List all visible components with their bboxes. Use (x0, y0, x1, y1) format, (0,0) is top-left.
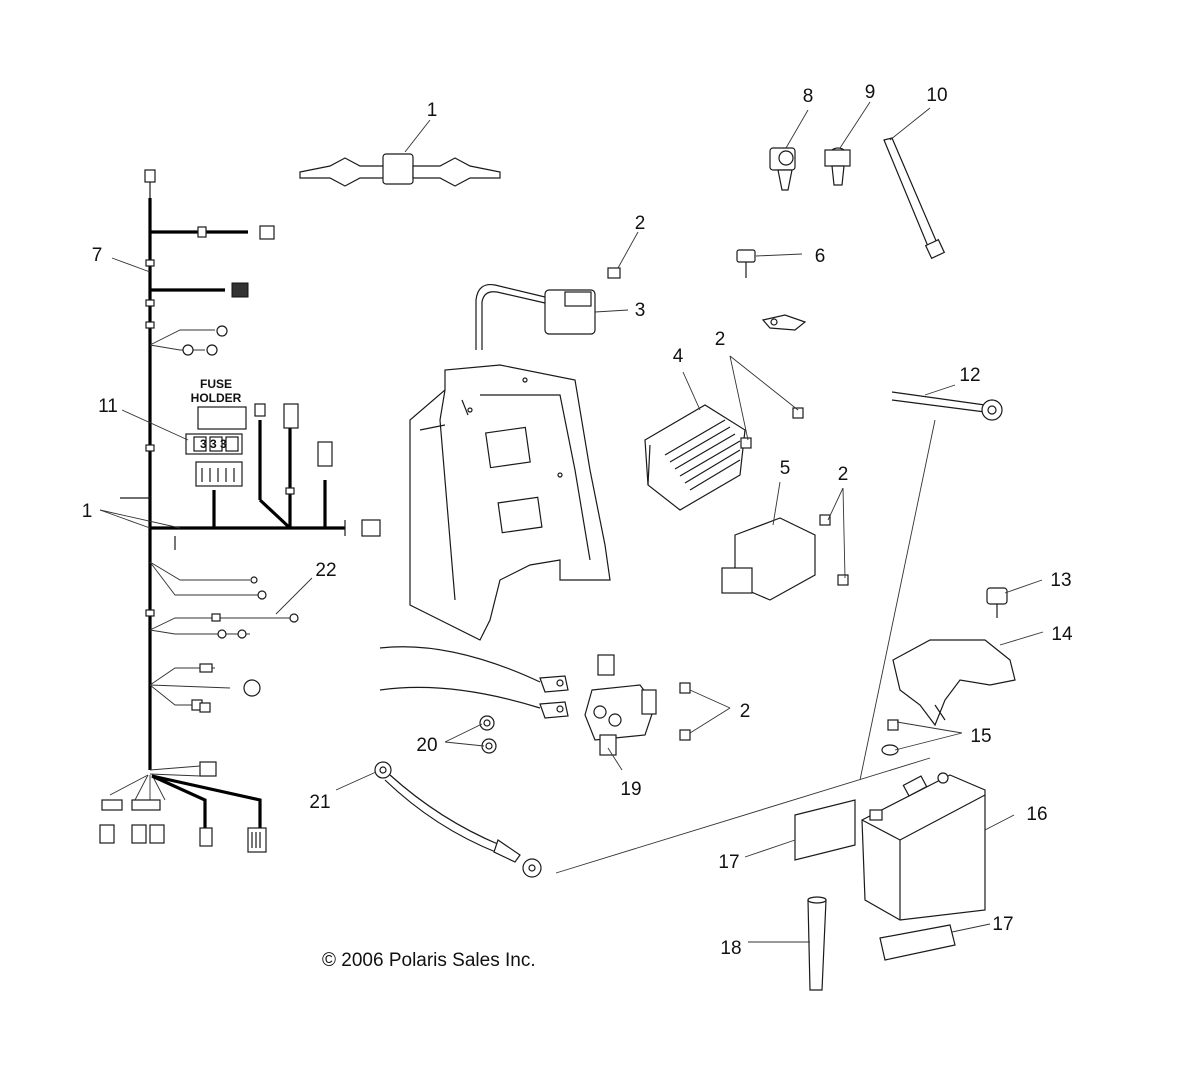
part-21-battery-cable (374, 757, 931, 878)
callout-14: 14 (1051, 624, 1073, 645)
part-19-starter-solenoid (584, 654, 657, 756)
callout-13: 13 (1050, 570, 1071, 591)
callout-9: 9 (865, 82, 876, 103)
callout-11: 11 (98, 396, 118, 417)
fuse-holder-label-line2: HOLDER (191, 391, 242, 405)
part-10-cable-tie (883, 137, 946, 260)
callout-22: 22 (315, 560, 336, 581)
callout-numbers: 1 1 2 2 2 2 3 4 5 6 7 8 9 10 11 12 13 14… (82, 82, 1073, 959)
part-3-sensor (475, 283, 596, 350)
callout-2-d: 2 (740, 701, 751, 722)
ring-terminal (761, 314, 807, 331)
leader-lines (99, 101, 1044, 943)
battery-mount-plate (409, 364, 611, 641)
callout-15: 15 (970, 726, 991, 747)
callout-18: 18 (720, 938, 741, 959)
callout-12: 12 (959, 365, 980, 386)
battery-cables (379, 646, 569, 719)
callout-3: 3 (635, 300, 646, 321)
svg-text:3 3 3: 3 3 3 (200, 437, 227, 451)
part-4-voltage-regulator (644, 404, 746, 511)
part-17-labels (794, 799, 956, 961)
part-12-ground-cable (859, 391, 1003, 781)
part-14-bracket (892, 639, 1016, 727)
part-8-clip (769, 147, 796, 191)
part-1-harness-connector (299, 153, 501, 187)
callout-2-c: 2 (838, 464, 849, 485)
callout-20: 20 (416, 735, 437, 756)
callout-7: 7 (92, 245, 103, 266)
callout-1-top: 1 (427, 100, 438, 121)
part-13-bolt (986, 587, 1008, 618)
callout-2-a: 2 (635, 213, 646, 234)
part-15-fasteners (881, 719, 899, 756)
part-18-vent-tube (807, 896, 827, 991)
callout-17-b: 17 (992, 914, 1013, 935)
copyright-text: © 2006 Polaris Sales Inc. (322, 950, 536, 971)
callout-17-a: 17 (718, 852, 739, 873)
part-20-nuts (479, 715, 497, 754)
callout-4: 4 (673, 346, 684, 367)
callout-6: 6 (815, 246, 826, 267)
callout-2-b: 2 (715, 329, 726, 350)
part-2-screws (607, 267, 849, 741)
callout-19: 19 (620, 779, 641, 800)
part-5-control-module (721, 517, 816, 601)
callout-16: 16 (1026, 804, 1047, 825)
callout-8: 8 (803, 86, 814, 107)
part-6-bolt (736, 249, 756, 278)
callout-1-left: 1 (82, 501, 93, 522)
callout-5: 5 (780, 458, 791, 479)
part-16-battery (861, 772, 986, 921)
part-9-clamp (824, 147, 851, 186)
fuse-holder-label-line1: FUSE (200, 377, 232, 391)
callout-10: 10 (926, 85, 947, 106)
callout-21: 21 (309, 792, 330, 813)
wiring-harness: 3 3 3 FUSE HOLDER (99, 169, 381, 853)
